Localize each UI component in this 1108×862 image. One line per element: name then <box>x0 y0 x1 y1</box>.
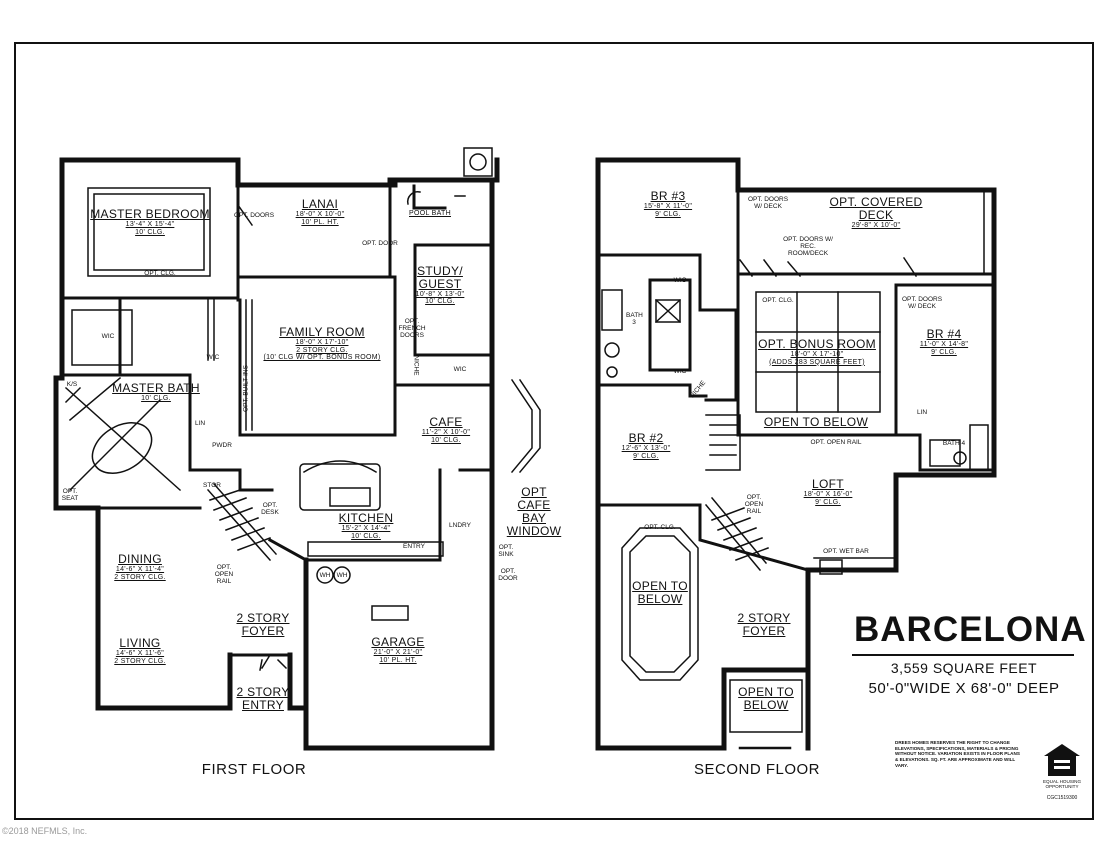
disclaimer-text: Drees Homes reserves the right to change… <box>895 740 1020 768</box>
linen-note: LIN <box>194 420 206 427</box>
opt-covered-deck-label: OPT. COVERED DECK 29'-8" X 10'-0" <box>829 195 923 229</box>
wic-note-3: WIC <box>453 366 467 373</box>
equal-housing-caption: EQUAL HOUSING OPPORTUNITY <box>1042 779 1082 790</box>
pwdr-note: PWDR <box>212 442 232 449</box>
lanai-label: LANAI 18'-0" X 10'-0" 10' PL. HT. <box>295 197 345 226</box>
bonus-open-to-below-label: OPEN TO BELOW <box>763 415 869 429</box>
first-floor-details <box>64 147 541 671</box>
second-floor-interior <box>596 188 996 572</box>
stor-note: STOR <box>203 482 221 489</box>
opt-built-ins-note: OPT. BUILT-INS <box>242 365 250 412</box>
kitchen-label: KITCHEN 15'-2" X 14'-4" 10' CLG. <box>338 511 394 540</box>
second-floor-foyer-label: 2 STORY FOYER <box>737 611 791 638</box>
opt-clg-left-note: OPT. CLG. <box>644 524 676 531</box>
wic-note-2: WIC <box>206 354 220 361</box>
bonus-opt-clg-note: OPT. CLG. <box>762 297 794 304</box>
open-to-below-entry-label: OPEN TO BELOW <box>738 685 794 712</box>
opt-open-rail-2-note: OPT. OPEN RAIL <box>810 439 862 446</box>
water-heater-1: WH <box>319 572 331 579</box>
drawing-sheet-border <box>14 42 1094 820</box>
opt-doors-rec-note: OPT. DOORS W/ REC. ROOM/DECK <box>783 236 833 258</box>
master-bedroom-label: MASTER BEDROOM 13'-4" X 15'-4" 10' CLG. <box>90 207 210 236</box>
dimensions-text: 50'-0"WIDE X 68'-0" DEEP <box>868 680 1060 697</box>
entry-small-note: ENTRY <box>403 543 425 550</box>
opt-open-rail-note-2: OPT. OPEN RAIL <box>744 494 764 516</box>
opt-doors-lanai-note: OPT. DOORS <box>233 212 275 219</box>
lin-note: LIN <box>916 409 928 416</box>
living-label: LIVING 14'-6" X 11'-6" 2 STORY CLG. <box>114 636 166 665</box>
first-floor-interior <box>60 178 494 657</box>
opt-door-note-2: OPT. DOOR <box>498 568 518 583</box>
water-heater-2: WH <box>336 572 348 579</box>
copyright-notice: ©2018 NEFMLS, Inc. <box>2 826 88 836</box>
lndry-note: LNDRY <box>449 522 471 529</box>
square-feet-text: 3,559 SQUARE FEET <box>890 660 1038 676</box>
study-guest-label: STUDY/ GUEST 10'-8" X 13'-0" 10' CLG. <box>415 264 465 306</box>
opt-clg-note: OPT. CLG. <box>144 270 176 277</box>
bath-3-note: BATH 3 <box>626 312 643 327</box>
dining-label: DINING 14'-6" X 11'-4" 2 STORY CLG. <box>114 552 166 581</box>
two-story-foyer-label: 2 STORY FOYER <box>236 611 290 638</box>
open-to-below-left-label: OPEN TO BELOW <box>632 579 688 606</box>
bedroom-2-label: BR #2 12'-6" X 13'-0" 9' CLG. <box>621 431 671 460</box>
family-room-label: FAMILY ROOM 18'-0" X 17'-10" 2 STORY CLG… <box>263 325 381 362</box>
title-underline <box>852 654 1074 656</box>
opt-french-doors-note: OPT. FRENCH DOORS <box>398 318 426 340</box>
license-code: CGC1519300 <box>1046 795 1078 801</box>
opt-sink-note: OPT. SINK <box>498 544 514 559</box>
equal-housing-icon <box>1044 744 1080 776</box>
opt-cafe-bay-window-label: OPT CAFE BAY WINDOW <box>506 485 562 538</box>
bedroom-4-label: BR #4 11'-0" X 14'-8" 9' CLG. <box>919 327 969 356</box>
second-floor-details <box>601 189 995 733</box>
opt-bonus-room-label: OPT. BONUS ROOM 18'-0" X 17'-10" (ADDS 2… <box>758 337 876 366</box>
second-floor-caption: SECOND FLOOR <box>693 761 821 778</box>
opt-doors-deck-note: OPT. DOORS W/ DECK <box>747 196 789 211</box>
first-floor-walls <box>53 157 500 751</box>
opt-door-note: OPT. DOOR <box>362 240 398 247</box>
opt-desk-note: OPT. DESK <box>261 502 279 517</box>
opt-seat-note: OPT. SEAT <box>61 488 79 503</box>
two-story-entry-label: 2 STORY ENTRY <box>236 685 290 712</box>
master-bath-label: MASTER BATH 10' CLG. <box>112 381 200 402</box>
first-floor-caption: FIRST FLOOR <box>201 761 307 778</box>
niche-note: NICHE <box>412 355 420 376</box>
wic-note-1: WIC <box>101 333 115 340</box>
garage-label: GARAGE 21'-0" X 21'-0" 10' PL. HT. <box>371 635 425 664</box>
window-marks <box>60 158 996 750</box>
opt-open-rail-note: OPT. OPEN RAIL <box>214 564 234 586</box>
opt-wet-bar-note: OPT. WET BAR <box>823 548 869 555</box>
cafe-label: CAFE 11'-2" X 10'-0" 10' CLG. <box>421 415 471 444</box>
wic-note-a: WIC <box>673 277 687 284</box>
wic-note-b: WIC <box>673 368 687 375</box>
ks-note: K/S <box>66 381 78 388</box>
loft-label: LOFT 18'-0" X 16'-0" 9' CLG. <box>803 477 853 506</box>
plan-title: BARCELONA <box>854 610 1087 649</box>
bedroom-3-label: BR #3 15'-8" X 11'-0" 9' CLG. <box>643 189 693 218</box>
pool-bath-label: POOL BATH <box>409 210 451 217</box>
bath-4-note: BATH 4 <box>942 440 966 447</box>
br4-opt-doors-note: OPT. DOORS W/ DECK <box>901 296 943 311</box>
